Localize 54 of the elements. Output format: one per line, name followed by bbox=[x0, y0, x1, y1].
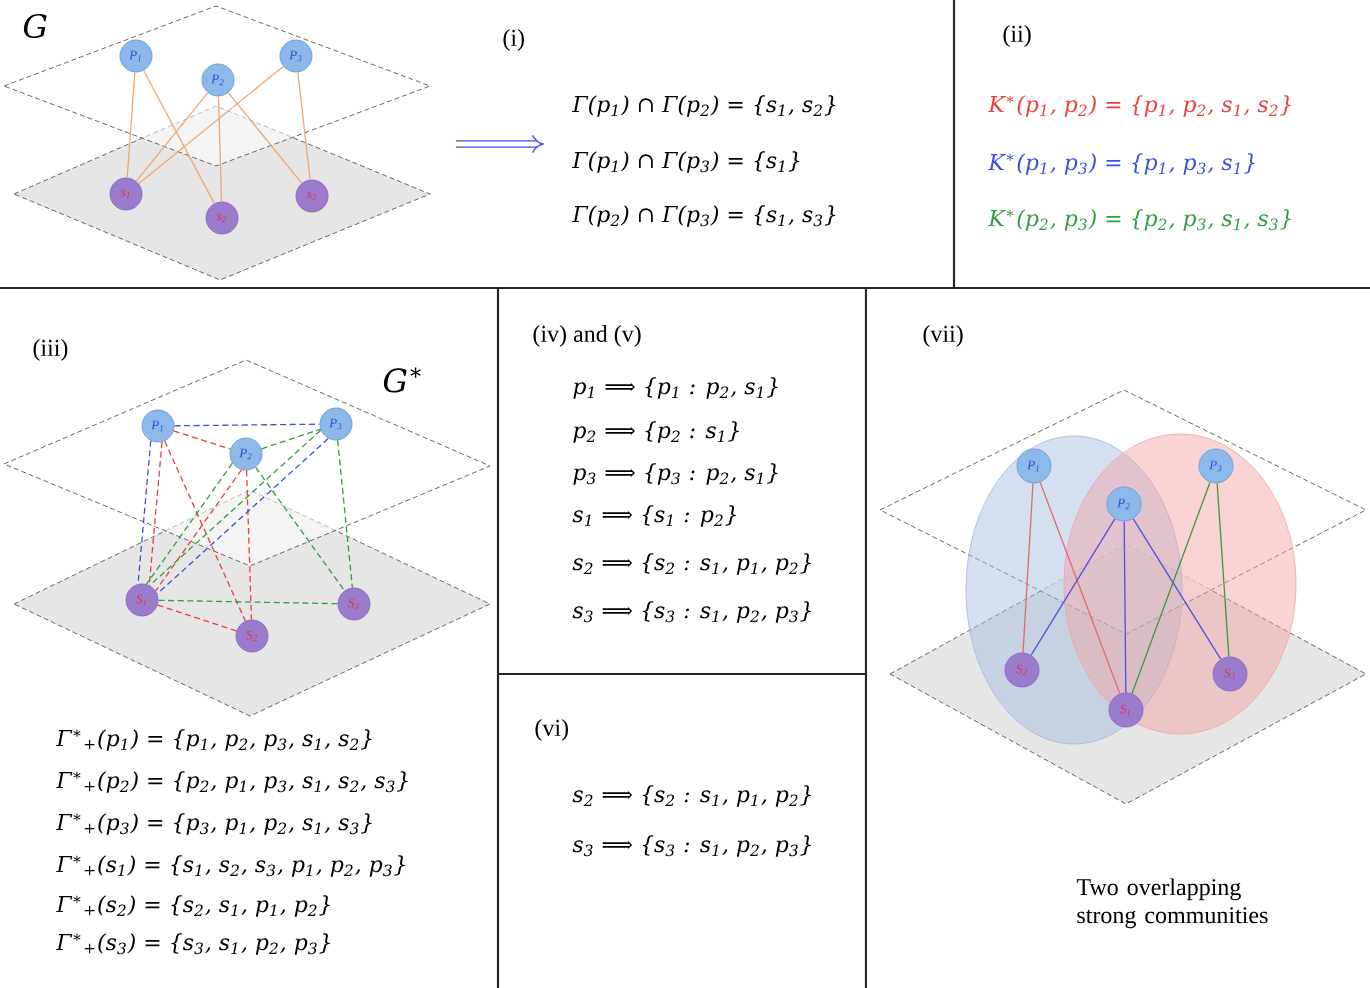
edge-line bbox=[143, 69, 215, 205]
caption: Two overlapping strong communities bbox=[1076, 878, 1268, 929]
edge-line bbox=[138, 65, 284, 185]
edge-line bbox=[217, 95, 223, 203]
equation: Γ$^{∗}$$_{+}$(s$_{1}$) = {s$_{1}$, s$_{2}$, s$_{3}$, p$_{1}$, p$_{2}$, p$_{3}$} bbox=[56, 855, 405, 877]
equation: p$_{1}$ ⟹ {p$_{1}$ : p$_{2}$, s$_{1}$} bbox=[573, 377, 778, 399]
panel-label: (iv) and (v) bbox=[533, 325, 641, 347]
equation: K$^{∗}$(p$_{2}$, p$_{3}$) = {p$_{2}$, p$_{3}$, s$_{1}$, s$_{3}$} bbox=[988, 209, 1291, 231]
panel-label: (vii) bbox=[923, 325, 963, 347]
edge-line bbox=[1132, 518, 1222, 660]
equation: Γ(p$_{1}$) ∩ Γ(p$_{2}$) = {s$_{1}$, s$_{2}$} bbox=[572, 95, 836, 117]
equation: s$_{2}$ ⟹ {s$_{2}$ : s$_{1}$, p$_{1}$, p$_{2}$} bbox=[572, 785, 811, 807]
equation: Γ$^{∗}$$_{+}$(p$_{1}$) = {p$_{1}$, p$_{2}$, p$_{3}$, s$_{1}$, s$_{2}$} bbox=[56, 729, 372, 751]
equation: K$^{∗}$(p$_{1}$, p$_{3}$) = {p$_{1}$, p$_{3}$, s$_{1}$} bbox=[988, 153, 1255, 175]
edge-line bbox=[164, 440, 246, 622]
edge-line bbox=[227, 92, 303, 184]
edge-line bbox=[126, 71, 136, 179]
equation: Γ(p$_{1}$) ∩ Γ(p$_{3}$) = {s$_{1}$} bbox=[572, 151, 800, 173]
equation: Γ$^{∗}$$_{+}$(p$_{3}$) = {p$_{3}$, p$_{1}$, p$_{2}$, s$_{1}$, s$_{3}$} bbox=[56, 813, 372, 835]
edge-line bbox=[157, 604, 237, 632]
equation: p$_{3}$ ⟹ {p$_{3}$ : p$_{2}$, s$_{1}$} bbox=[573, 463, 778, 485]
graph-label: G bbox=[23, 13, 47, 39]
equation: s$_{2}$ ⟹ {s$_{2}$ : s$_{1}$, p$_{1}$, p$_{2}$} bbox=[572, 553, 811, 575]
equation: s$_{1}$ ⟹ {s$_{1}$ : p$_{2}$} bbox=[572, 505, 737, 527]
equation: Γ$^{∗}$$_{+}$(p$_{2}$) = {p$_{2}$, p$_{1}$, p$_{3}$, s$_{1}$, s$_{2}$, s$_{3}$} bbox=[56, 771, 408, 793]
edge-line bbox=[297, 71, 311, 181]
equation: K$^{∗}$(p$_{1}$, p$_{2}$) = {p$_{1}$, p$_{2}$, s$_{1}$, s$_{2}$} bbox=[988, 95, 1291, 117]
panel-label: (ii) bbox=[1003, 25, 1031, 47]
edge-line bbox=[245, 469, 253, 621]
graph-label: G$^{∗}$ bbox=[383, 367, 421, 393]
edge-line bbox=[148, 441, 163, 586]
panel-label: (vi) bbox=[535, 719, 568, 741]
panel-label: (iii) bbox=[33, 339, 68, 361]
edge-line bbox=[173, 423, 321, 427]
edge-line bbox=[157, 599, 339, 605]
edge-line bbox=[1216, 482, 1230, 658]
edge-line bbox=[1123, 520, 1127, 694]
edge-line bbox=[255, 466, 345, 592]
equation: Γ$^{∗}$$_{+}$(s$_{2}$) = {s$_{2}$, s$_{1}$, p$_{1}$, p$_{2}$} bbox=[56, 895, 330, 917]
edge-line bbox=[261, 428, 321, 450]
edge-line bbox=[135, 92, 209, 182]
edge-line bbox=[137, 440, 152, 585]
equation: s$_{3}$ ⟹ {s$_{3}$ : s$_{1}$, p$_{2}$, p$_{3}$} bbox=[572, 835, 811, 857]
edge-line bbox=[1131, 481, 1211, 695]
edge-line bbox=[1022, 482, 1034, 654]
equation: s$_{3}$ ⟹ {s$_{3}$ : s$_{1}$, p$_{2}$, p$_{3}$} bbox=[572, 601, 811, 623]
edge-line bbox=[1030, 518, 1116, 656]
edge-line bbox=[337, 439, 353, 589]
edge-line bbox=[1039, 481, 1121, 695]
panel-label: (i) bbox=[503, 29, 524, 51]
equation: Γ(p$_{2}$) ∩ Γ(p$_{3}$) = {s$_{1}$, s$_{3}$} bbox=[572, 205, 836, 227]
equation: Γ$^{∗}$$_{+}$(s$_{3}$) = {s$_{3}$, s$_{1}$, p$_{2}$, p$_{3}$} bbox=[56, 933, 330, 955]
edge-line bbox=[173, 430, 231, 450]
equation: p$_{2}$ ⟹ {p$_{2}$ : s$_{1}$} bbox=[573, 421, 739, 443]
